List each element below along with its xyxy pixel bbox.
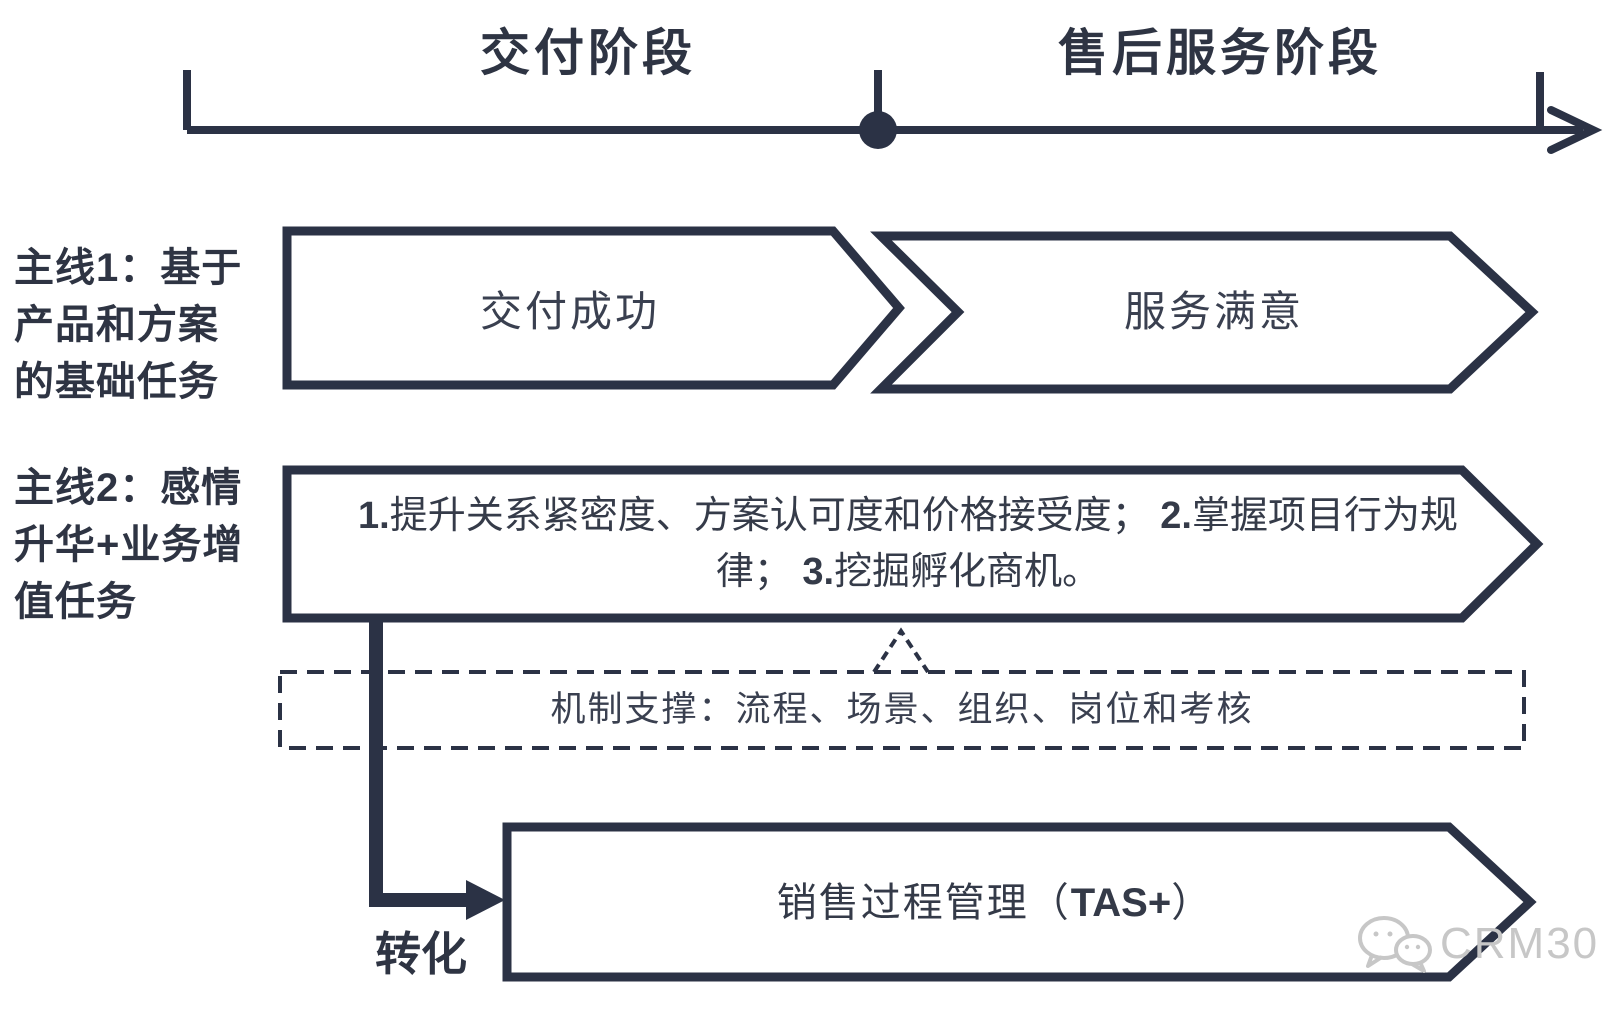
task2-number: 2. <box>1160 495 1192 537</box>
value-tasks-line1: 1.提升关系紧密度、方案认可度和价格接受度； 2.掌握项目行为规 <box>292 488 1524 544</box>
task1-text: 提升关系紧密度、方案认可度和价格接受度； <box>389 495 1161 537</box>
transform-label: 转化 <box>375 928 467 980</box>
sales-process-label: 销售过程管理（TAS+） <box>520 878 1470 928</box>
value-tasks-line2: 律； 3.挖掘孵化商机。 <box>292 544 1524 600</box>
support-label: 机制支撑：流程、场景、组织、岗位和考核 <box>550 690 1254 730</box>
sales-process-label-suffix: ） <box>1171 881 1214 925</box>
value-tasks-text: 1.提升关系紧密度、方案认可度和价格接受度； 2.掌握项目行为规 律； 3.挖掘… <box>292 488 1524 600</box>
mainline1-label-line2: 产品和方案 <box>14 303 219 347</box>
value-tasks-chevron <box>282 465 1544 623</box>
mainline2-label-line2: 升华+业务增 <box>14 523 244 567</box>
mainline1-label-line1: 主线1：基于 <box>14 246 243 290</box>
mainline2-label: 主线2：感情 升华+业务增 值任务 <box>14 460 274 631</box>
watermark: CRM30 <box>1356 912 1599 976</box>
task2-text: 掌握项目行为规 <box>1191 495 1458 537</box>
service-satisfaction-label: 服务满意 <box>1123 288 1304 335</box>
delivery-success-chevron <box>282 226 905 390</box>
mainline1-label: 主线1：基于 产品和方案 的基础任务 <box>14 240 274 411</box>
timeline-arrowhead-icon <box>1547 106 1603 154</box>
task3-number: 3. <box>802 551 835 593</box>
support-up-arrow-icon <box>872 627 930 674</box>
sales-process-label-prefix: 销售过程管理（ <box>776 881 1071 925</box>
mainline2-label-line3: 值任务 <box>14 580 137 624</box>
phase2-label: 售后服务阶段 <box>1058 25 1382 81</box>
task1-number: 1. <box>358 495 390 537</box>
phase1-label: 交付阶段 <box>480 25 696 81</box>
timeline-phase-divider-dot <box>859 111 897 149</box>
task2-text-cont: 律； <box>715 551 803 593</box>
task3-text: 挖掘孵化商机。 <box>834 551 1101 593</box>
watermark-text: CRM30 <box>1440 919 1600 968</box>
transform-arrowhead-icon <box>466 880 505 920</box>
sales-process-chevron <box>502 822 1537 982</box>
service-satisfaction-chevron <box>870 231 1539 394</box>
support-dashed-box <box>278 670 1526 750</box>
sales-process-label-tas: TAS+ <box>1070 881 1172 925</box>
delivery-success-label: 交付成功 <box>479 288 660 335</box>
wechat-logo-icon <box>1358 916 1432 973</box>
mainline1-label-line3: 的基础任务 <box>14 360 219 404</box>
mainline2-label-line1: 主线2：感情 <box>14 466 243 510</box>
transform-arrow <box>369 620 468 907</box>
